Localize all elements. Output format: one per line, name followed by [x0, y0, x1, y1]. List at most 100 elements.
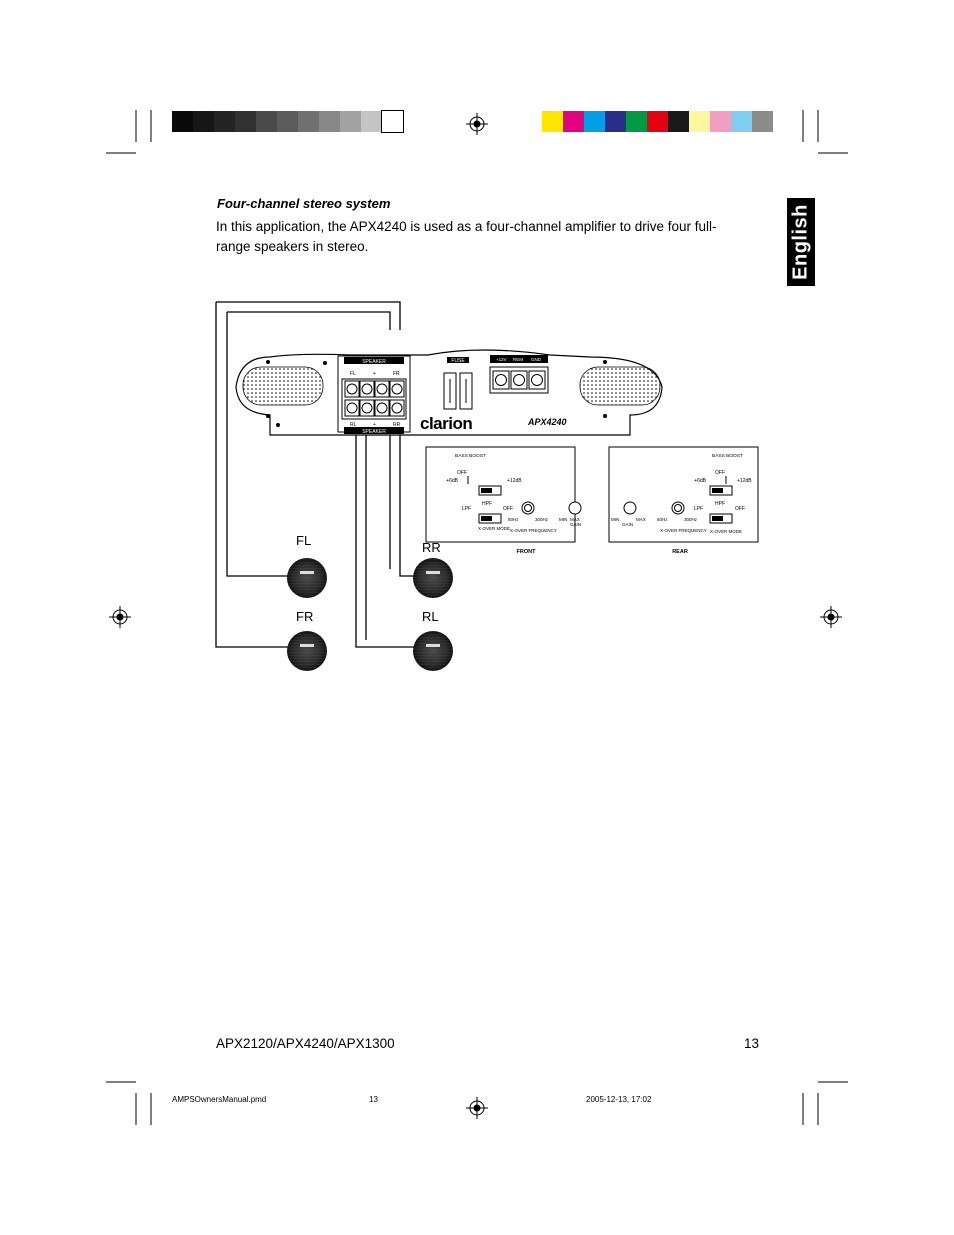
- speaker-fl-label: FL: [296, 533, 311, 548]
- footer-model-list: APX2120/APX4240/APX1300: [216, 1036, 395, 1051]
- front-control-panel: BASS BOOST OFF +6dB +12dB LPF HPF OFF X-…: [425, 446, 582, 555]
- front-gain-label: GAIN: [570, 522, 581, 527]
- speaker-fr-label: FR: [296, 609, 313, 624]
- registration-target-left: [109, 606, 131, 628]
- speaker-fr: FR: [287, 609, 327, 671]
- front-frequency-knob: [521, 501, 535, 515]
- front-panel-title: FRONT: [517, 549, 537, 555]
- rear-panel-title: REAR: [672, 549, 688, 555]
- section-heading: Four-channel stereo system: [217, 196, 391, 211]
- rear-frequency-knob: [671, 501, 685, 515]
- rear-xover-mode-label: X-OVER MODE: [710, 529, 742, 534]
- channel-rr-tag: RR: [393, 422, 401, 428]
- speaker-rr-label: RR: [422, 540, 441, 555]
- rear-xover-off-label: OFF: [735, 506, 745, 512]
- model-name: APX4240: [527, 417, 567, 427]
- front-freq-min-label: 50Hz: [508, 517, 519, 522]
- front-hpf-label: HPF: [482, 501, 492, 507]
- front-lpf-label: LPF: [462, 506, 471, 512]
- gray-swatch: [361, 111, 382, 132]
- gray-swatch: [214, 111, 235, 132]
- rear-gain-min-label: MIN: [611, 517, 619, 522]
- rear-control-panel: BASS BOOST OFF +6dB +12dB LPF HPF OFF X-…: [608, 446, 759, 555]
- channel-plus-tag-bottom: +: [373, 422, 376, 428]
- language-tab: English: [787, 198, 815, 286]
- front-xover-freq-label: X-OVER FREQUENCY: [510, 528, 557, 533]
- gray-swatch: [319, 111, 340, 132]
- gray-swatch: [235, 111, 256, 132]
- front-gain-max-label: MAX: [570, 517, 580, 522]
- channel-plus-tag: +: [373, 371, 376, 377]
- slug-page: 13: [369, 1095, 378, 1104]
- color-swatch: [731, 111, 752, 132]
- front-12db-label: +12dB: [507, 478, 522, 484]
- gray-swatch: [193, 111, 214, 132]
- channel-fl-tag: FL: [350, 371, 356, 377]
- crop-mark-top-right: [802, 110, 848, 154]
- rear-freq-min-label: 50Hz: [657, 517, 668, 522]
- gray-swatch: [340, 111, 361, 132]
- fuse-label: FUSE: [451, 358, 465, 364]
- power-12v-label: +12V: [496, 357, 507, 362]
- terminal-screws: [344, 380, 405, 417]
- left-vent-grille: [242, 366, 324, 406]
- color-swatch: [584, 111, 605, 132]
- rear-12db-label: +12dB: [737, 478, 752, 484]
- crop-mark-bottom-right: [802, 1081, 848, 1125]
- registration-target-bottom: [466, 1097, 488, 1119]
- front-6db-label: +6dB: [446, 478, 458, 484]
- front-gain-min-label: MIN: [559, 517, 567, 522]
- terminal-label-top: SPEAKER: [362, 359, 386, 365]
- color-swatch: [563, 111, 584, 132]
- color-swatch: [542, 111, 563, 132]
- power-rem-label: REM: [513, 357, 523, 362]
- brand-logo: clarion: [420, 414, 472, 433]
- gray-swatch: [298, 111, 319, 132]
- gray-swatch: [256, 111, 277, 132]
- rear-gain-label: GAIN: [622, 522, 633, 527]
- front-bass-boost-label: BASS BOOST: [455, 453, 486, 459]
- rear-hpf-label: HPF: [715, 501, 725, 507]
- rear-xover-freq-label: X-OVER FREQUENCY: [660, 528, 707, 533]
- crop-mark-top-left: [106, 110, 152, 154]
- rear-gain-knob: [623, 501, 637, 515]
- color-swatch: [668, 111, 689, 132]
- fuse-block: FUSE: [443, 357, 473, 410]
- intro-paragraph: In this application, the APX4240 is used…: [216, 219, 717, 254]
- speaker-rr: RR: [413, 540, 453, 598]
- gray-calibration-bar: [172, 110, 404, 133]
- front-freq-max-label: 300Hz: [535, 517, 549, 522]
- slug-date: 2005-12-13, 17:02: [586, 1095, 652, 1104]
- color-swatch: [710, 111, 731, 132]
- front-gain-knob: [568, 501, 582, 515]
- amplifier-unit: SPEAKER FL + FR RL + RR SPEAKER: [235, 349, 663, 436]
- rear-6db-label: +6dB: [694, 478, 706, 484]
- color-swatch: [605, 111, 626, 132]
- power-terminal-block: +12V REM GND: [489, 355, 549, 394]
- power-gnd-label: GND: [531, 357, 542, 362]
- rear-freq-max-label: 300Hz: [684, 517, 698, 522]
- rear-lpf-label: LPF: [694, 506, 703, 512]
- page-number: 13: [744, 1036, 760, 1051]
- registration-target-right: [820, 606, 842, 628]
- gray-swatch: [172, 111, 193, 132]
- color-swatch: [647, 111, 668, 132]
- channel-rl-tag: RL: [350, 422, 357, 428]
- language-tab-label: English: [789, 204, 812, 280]
- speaker-wires: [215, 301, 415, 648]
- gray-swatch: [381, 110, 404, 133]
- rear-off-label: OFF: [715, 470, 725, 476]
- speaker-terminal-block: SPEAKER FL + FR RL + RR SPEAKER: [337, 355, 411, 435]
- crop-mark-bottom-left: [106, 1081, 152, 1125]
- color-calibration-bar: [542, 111, 773, 132]
- wiring-diagram: SPEAKER FL + FR RL + RR SPEAKER: [215, 301, 759, 671]
- color-swatch: [689, 111, 710, 132]
- front-xover-off-label: OFF: [503, 506, 513, 512]
- slug-filename: AMPSOwnersManual.pmd: [172, 1095, 267, 1104]
- gray-swatch: [277, 111, 298, 132]
- channel-fr-tag: FR: [393, 371, 400, 377]
- color-swatch: [626, 111, 647, 132]
- speaker-rl-label: RL: [422, 609, 439, 624]
- registration-target-top: [466, 113, 488, 135]
